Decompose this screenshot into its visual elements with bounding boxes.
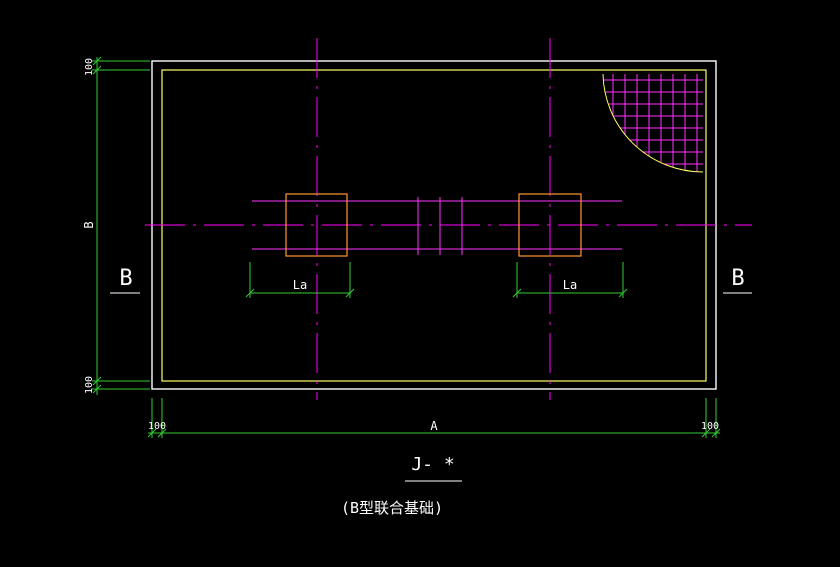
column-right bbox=[518, 193, 582, 257]
dim-offset-left-label: 100 bbox=[148, 421, 166, 432]
la-label-right: La bbox=[563, 278, 577, 292]
beam-rebars bbox=[252, 197, 622, 255]
la-dimension-right bbox=[512, 262, 628, 298]
column-left bbox=[285, 193, 348, 257]
la-label-left: La bbox=[293, 278, 307, 292]
mesh-detail-arc bbox=[602, 73, 704, 173]
dim-offset-top-label: 100 bbox=[84, 58, 95, 76]
dim-offset-bottom-label: 100 bbox=[84, 376, 95, 394]
centerlines bbox=[145, 38, 752, 400]
section-mark-right: B bbox=[723, 266, 752, 294]
section-mark-left-label: B bbox=[119, 266, 132, 291]
footing-caption: (B型联合基础) bbox=[341, 499, 443, 517]
width-dimension bbox=[147, 398, 721, 438]
section-mark-left: B bbox=[110, 266, 140, 294]
dim-width-label: A bbox=[430, 419, 438, 433]
section-mark-right-label: B bbox=[731, 266, 744, 291]
footing-id: J- * bbox=[411, 454, 454, 475]
height-dimension bbox=[92, 56, 150, 395]
la-dimension-left bbox=[245, 262, 355, 298]
mesh-detail bbox=[602, 73, 704, 173]
dim-height-label: B bbox=[82, 221, 96, 228]
dim-offset-right-label: 100 bbox=[701, 421, 719, 432]
